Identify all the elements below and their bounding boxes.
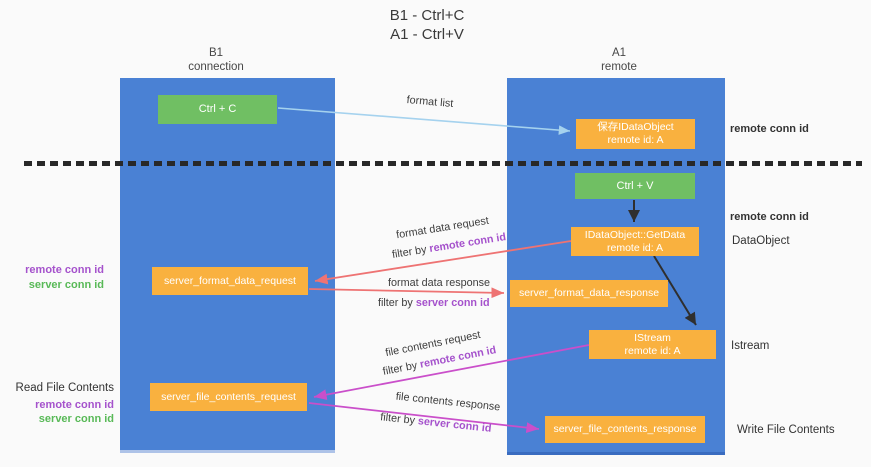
format-data-response-arrow: [308, 287, 505, 299]
write-file-contents-label: Write File Contents: [737, 424, 835, 436]
format-list-arrow-label: format list: [406, 93, 454, 111]
node-server-file-contents-response-label: server_file_contents_response: [553, 423, 697, 435]
left-server-conn-id-label-2: server conn id: [38, 413, 114, 425]
node-server-file-contents-request: server_file_contents_request: [150, 383, 307, 411]
node-server-file-contents-response: server_file_contents_response: [545, 416, 705, 443]
node-save-idataobject: 保存IDataObject remote id: A: [576, 119, 695, 149]
node-save-idataobject-line1: 保存IDataObject: [597, 121, 674, 133]
node-server-format-data-request: server_format_data_request: [152, 267, 308, 295]
node-ctrl-v-label: Ctrl + V: [616, 179, 654, 192]
session-divider-dashed-line: [24, 161, 862, 166]
node-getdata-line2: remote id: A: [606, 241, 664, 254]
filter-by-server-conn-id-label-2: filter by server conn id: [380, 411, 492, 435]
left-column-role: connection: [188, 60, 244, 73]
left-server-conn-id-label-1: server conn id: [28, 278, 104, 291]
right-remote-conn-id-label-2: remote conn id: [730, 211, 809, 223]
node-ctrl-v: Ctrl + V: [575, 173, 695, 199]
server-conn-id-text: server conn id: [415, 297, 490, 309]
filter-by-text: filter by: [379, 411, 416, 427]
istream-side-label: Istream: [731, 340, 770, 352]
node-idataobject-getdata: IDataObject::GetData remote id: A: [571, 227, 699, 256]
right-column-role: remote: [601, 60, 637, 73]
left-column-header: B1 connection: [166, 47, 266, 74]
node-istream-line2: remote id: A: [624, 344, 681, 357]
left-remote-conn-id-label-1: remote conn id: [25, 264, 104, 276]
left-conn-id-block: remote conn id server conn id: [18, 263, 104, 292]
node-server-file-contents-request-label: server_file_contents_request: [161, 390, 296, 403]
server-conn-id-text: server conn id: [417, 415, 492, 435]
file-contents-response-arrow-label: file contents response: [395, 390, 501, 414]
node-ctrl-c-label: Ctrl + C: [198, 103, 237, 115]
left-remote-conn-id-label-2: remote conn id: [35, 398, 114, 411]
diagram-title: B1 - Ctrl+C A1 - Ctrl+V: [327, 6, 527, 44]
node-getdata-line1: IDataObject::GetData: [584, 228, 686, 241]
read-file-contents-block: Read File Contents remote conn id server…: [14, 381, 114, 427]
node-istream: IStream remote id: A: [589, 330, 716, 359]
right-column-header: A1 remote: [569, 47, 669, 74]
node-istream-line1: IStream: [634, 331, 671, 344]
remote-conn-id-text: remote conn id: [428, 231, 507, 256]
title-line-2: A1 - Ctrl+V: [390, 26, 464, 43]
format-data-response-arrow-label: format data response: [388, 277, 491, 289]
node-ctrl-c: Ctrl + C: [158, 95, 277, 124]
filter-by-server-conn-id-label-1: filter by server conn id: [378, 297, 490, 309]
left-column-name: B1: [208, 47, 224, 59]
filter-by-text: filter by: [391, 243, 428, 261]
filter-by-text: filter by: [381, 359, 419, 378]
dataobject-label: DataObject: [732, 235, 790, 247]
node-server-format-data-response: server_format_data_response: [510, 280, 668, 307]
right-column-name: A1: [611, 47, 627, 59]
node-server-format-data-response-label: server_format_data_response: [518, 287, 660, 299]
right-remote-conn-id-label-1: remote conn id: [730, 123, 809, 135]
title-line-1: B1 - Ctrl+C: [389, 7, 465, 24]
filter-by-text: filter by: [378, 297, 413, 309]
read-file-contents-label: Read File Contents: [15, 382, 114, 394]
node-server-format-data-request-label: server_format_data_request: [164, 274, 296, 287]
node-save-idataobject-line2: remote id: A: [607, 134, 664, 146]
